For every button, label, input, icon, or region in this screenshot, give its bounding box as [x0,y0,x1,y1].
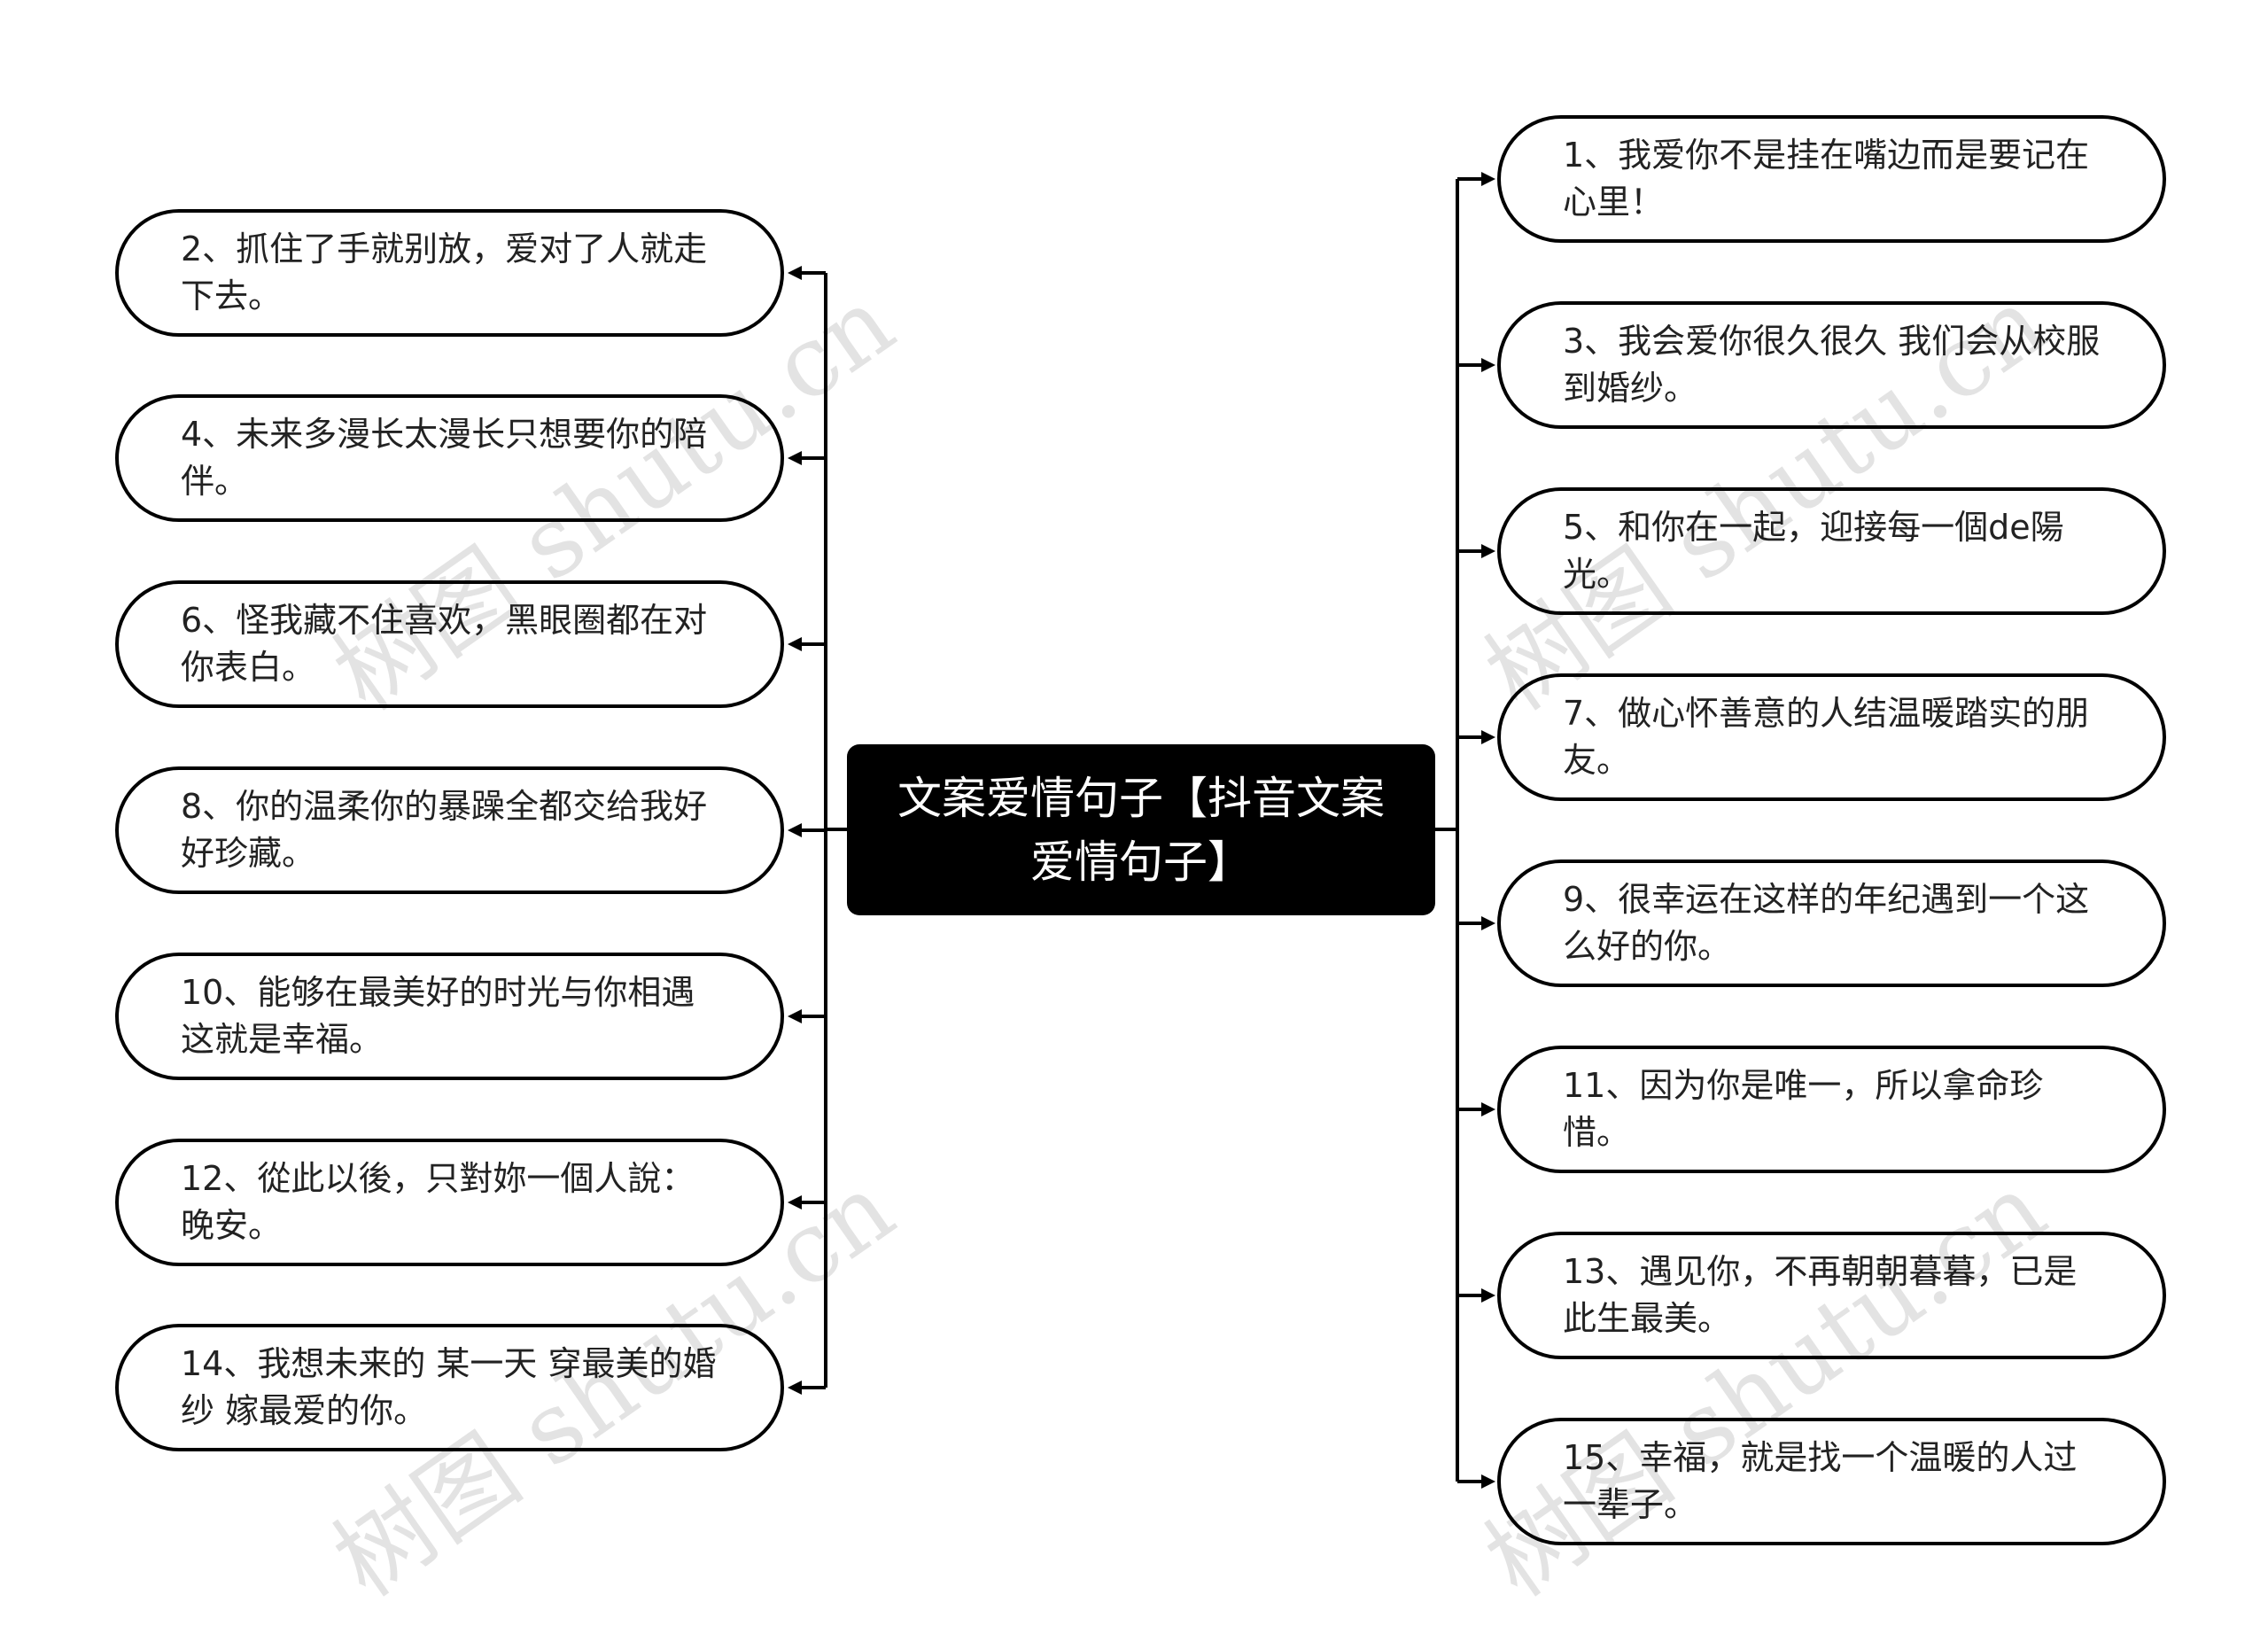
node-text: 15、幸福，就是找一个温暖的人过一辈子。 [1563,1438,2078,1524]
arrowhead [1481,1288,1495,1303]
left-node-2[interactable]: 4、未来多漫长太漫长只想要你的陪伴。 [115,394,784,522]
arrowhead [1481,1474,1495,1489]
right-node-6[interactable]: 11、因为你是唯一，所以拿命珍惜。 [1497,1046,2166,1173]
node-text: 1、我爱你不是挂在嘴边而是要记在心里！ [1563,136,2090,222]
arrowhead [1481,358,1495,372]
right-node-2[interactable]: 3、我会爱你很久很久 我们会从校服到婚纱。 [1497,301,2166,429]
right-node-4[interactable]: 7、做心怀善意的人结温暖踏实的朋友。 [1497,673,2166,801]
node-text: 6、怪我藏不住喜欢，黑眼圈都在对你表白。 [181,601,708,687]
arrowhead [1481,172,1495,186]
node-text: 11、因为你是唯一，所以拿命珍惜。 [1563,1066,2044,1152]
left-node-1[interactable]: 2、抓住了手就别放，爱对了人就走下去。 [115,209,784,337]
arrowhead [788,637,802,651]
node-text: 5、和你在一起，迎接每一個de陽光。 [1563,508,2064,594]
arrowhead [788,823,802,837]
right-node-5[interactable]: 9、很幸运在这样的年纪遇到一个这么好的你。 [1497,860,2166,987]
arrowhead [788,1381,802,1395]
node-text: 3、我会爱你很久很久 我们会从校服到婚纱。 [1563,322,2101,408]
node-text: 8、你的温柔你的暴躁全都交给我好好珍藏。 [181,787,708,873]
node-text: 10、能够在最美好的时光与你相遇这就是幸福。 [181,973,695,1059]
left-node-6[interactable]: 12、從此以後，只對妳一個人說：晚安。 [115,1139,784,1266]
arrowhead [1481,1102,1495,1116]
left-node-7[interactable]: 14、我想未来的 某一天 穿最美的婚纱 嫁最爱的你。 [115,1324,784,1451]
left-node-3[interactable]: 6、怪我藏不住喜欢，黑眼圈都在对你表白。 [115,580,784,708]
arrowhead [788,1009,802,1023]
arrowhead [788,451,802,465]
right-node-8[interactable]: 15、幸福，就是找一个温暖的人过一辈子。 [1497,1418,2166,1545]
node-text: 14、我想未来的 某一天 穿最美的婚纱 嫁最爱的你。 [181,1344,717,1430]
arrowhead [788,1195,802,1210]
node-text: 7、做心怀善意的人结温暖踏实的朋友。 [1563,694,2090,780]
node-text: 12、從此以後，只對妳一個人說：晚安。 [181,1159,695,1245]
arrowhead [1481,916,1495,930]
right-node-7[interactable]: 13、遇见你，不再朝朝暮暮，已是此生最美。 [1497,1232,2166,1359]
arrowhead [1481,730,1495,744]
root-topic[interactable]: 文案爱情句子【抖音文案爱情句子】 [847,744,1435,915]
arrowhead [788,266,802,280]
left-node-5[interactable]: 10、能够在最美好的时光与你相遇这就是幸福。 [115,953,784,1080]
left-node-4[interactable]: 8、你的温柔你的暴躁全都交给我好好珍藏。 [115,766,784,894]
right-node-1[interactable]: 1、我爱你不是挂在嘴边而是要记在心里！ [1497,115,2166,243]
node-text: 9、很幸运在这样的年纪遇到一个这么好的你。 [1563,880,2090,966]
root-topic-label: 文案爱情句子【抖音文案爱情句子】 [897,772,1385,888]
node-text: 13、遇见你，不再朝朝暮暮，已是此生最美。 [1563,1252,2078,1338]
node-text: 4、未来多漫长太漫长只想要你的陪伴。 [181,415,708,501]
right-node-3[interactable]: 5、和你在一起，迎接每一個de陽光。 [1497,487,2166,615]
node-text: 2、抓住了手就别放，爱对了人就走下去。 [181,229,708,315]
arrowhead [1481,544,1495,558]
